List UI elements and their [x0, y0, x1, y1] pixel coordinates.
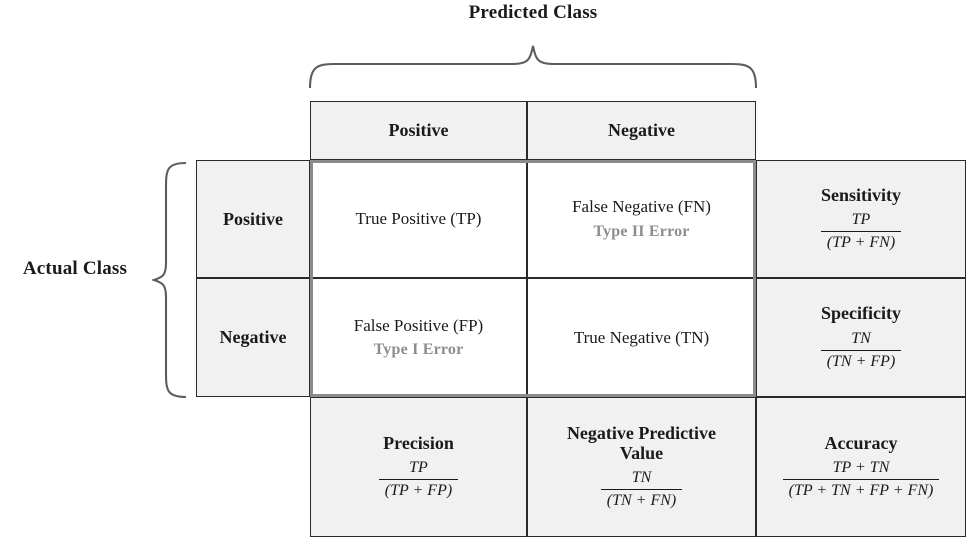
cell-true-positive: True Positive (TP) [310, 160, 527, 278]
specificity-denominator: (TN + FP) [820, 349, 902, 372]
cell-false-positive: False Positive (FP) Type I Error [310, 278, 527, 397]
metric-specificity: Specificity TN (TN + FP) [756, 278, 966, 397]
precision-formula: TP (TP + FP) [378, 458, 459, 501]
npv-name-line1: Negative Predictive [566, 422, 717, 443]
npv-numerator: TN [631, 469, 652, 487]
row-header-negative: Negative [196, 278, 310, 397]
npv-denominator: (TN + FN) [600, 489, 683, 511]
accuracy-formula: TP + TN (TP + TN + FP + FN) [782, 458, 940, 501]
predicted-class-title: Predicted Class [468, 2, 598, 23]
column-header-negative: Negative [527, 101, 756, 160]
row-header-negative-label: Negative [219, 327, 287, 348]
metric-accuracy: Accuracy TP + TN (TP + TN + FP + FN) [756, 397, 966, 537]
true-negative-label: True Negative (TN) [573, 327, 710, 347]
specificity-formula: TN (TN + FP) [820, 329, 902, 372]
accuracy-denominator: (TP + TN + FP + FN) [782, 479, 940, 501]
precision-denominator: (TP + FP) [378, 479, 459, 501]
column-header-positive-label: Positive [388, 120, 449, 141]
type-2-error-label: Type II Error [593, 222, 690, 240]
npv-name-line2: Value [619, 443, 664, 463]
npv-formula: TN (TN + FN) [600, 468, 683, 511]
specificity-numerator: TN [851, 329, 871, 347]
actual-class-brace [152, 160, 190, 400]
cell-false-negative: False Negative (FN) Type II Error [527, 160, 756, 278]
precision-name: Precision [383, 432, 454, 453]
true-positive-label: True Positive (TP) [355, 209, 482, 229]
precision-numerator: TP [409, 459, 428, 477]
sensitivity-name: Sensitivity [820, 184, 901, 205]
metric-negative-predictive-value: Negative Predictive Value TN (TN + FN) [527, 397, 756, 537]
false-negative-label: False Negative (FN) [572, 197, 711, 217]
false-positive-label: False Positive (FP) [353, 315, 484, 335]
accuracy-numerator: TP + TN [832, 459, 890, 477]
column-header-positive: Positive [310, 101, 527, 160]
accuracy-name: Accuracy [824, 432, 898, 453]
sensitivity-numerator: TP [851, 211, 871, 229]
sensitivity-denominator: (TP + FN) [820, 231, 902, 253]
specificity-name: Specificity [821, 303, 901, 324]
actual-class-title: Actual Class [22, 258, 128, 279]
metric-sensitivity: Sensitivity TP (TP + FN) [756, 160, 966, 278]
row-header-positive-label: Positive [223, 208, 283, 229]
metric-precision: Precision TP (TP + FP) [310, 397, 527, 537]
column-header-negative-label: Negative [608, 120, 675, 141]
predicted-class-brace [306, 44, 760, 90]
row-header-positive: Positive [196, 160, 310, 278]
cell-true-negative: True Negative (TN) [527, 278, 756, 397]
sensitivity-formula: TP (TP + FN) [820, 210, 902, 253]
type-1-error-label: Type I Error [373, 341, 464, 359]
